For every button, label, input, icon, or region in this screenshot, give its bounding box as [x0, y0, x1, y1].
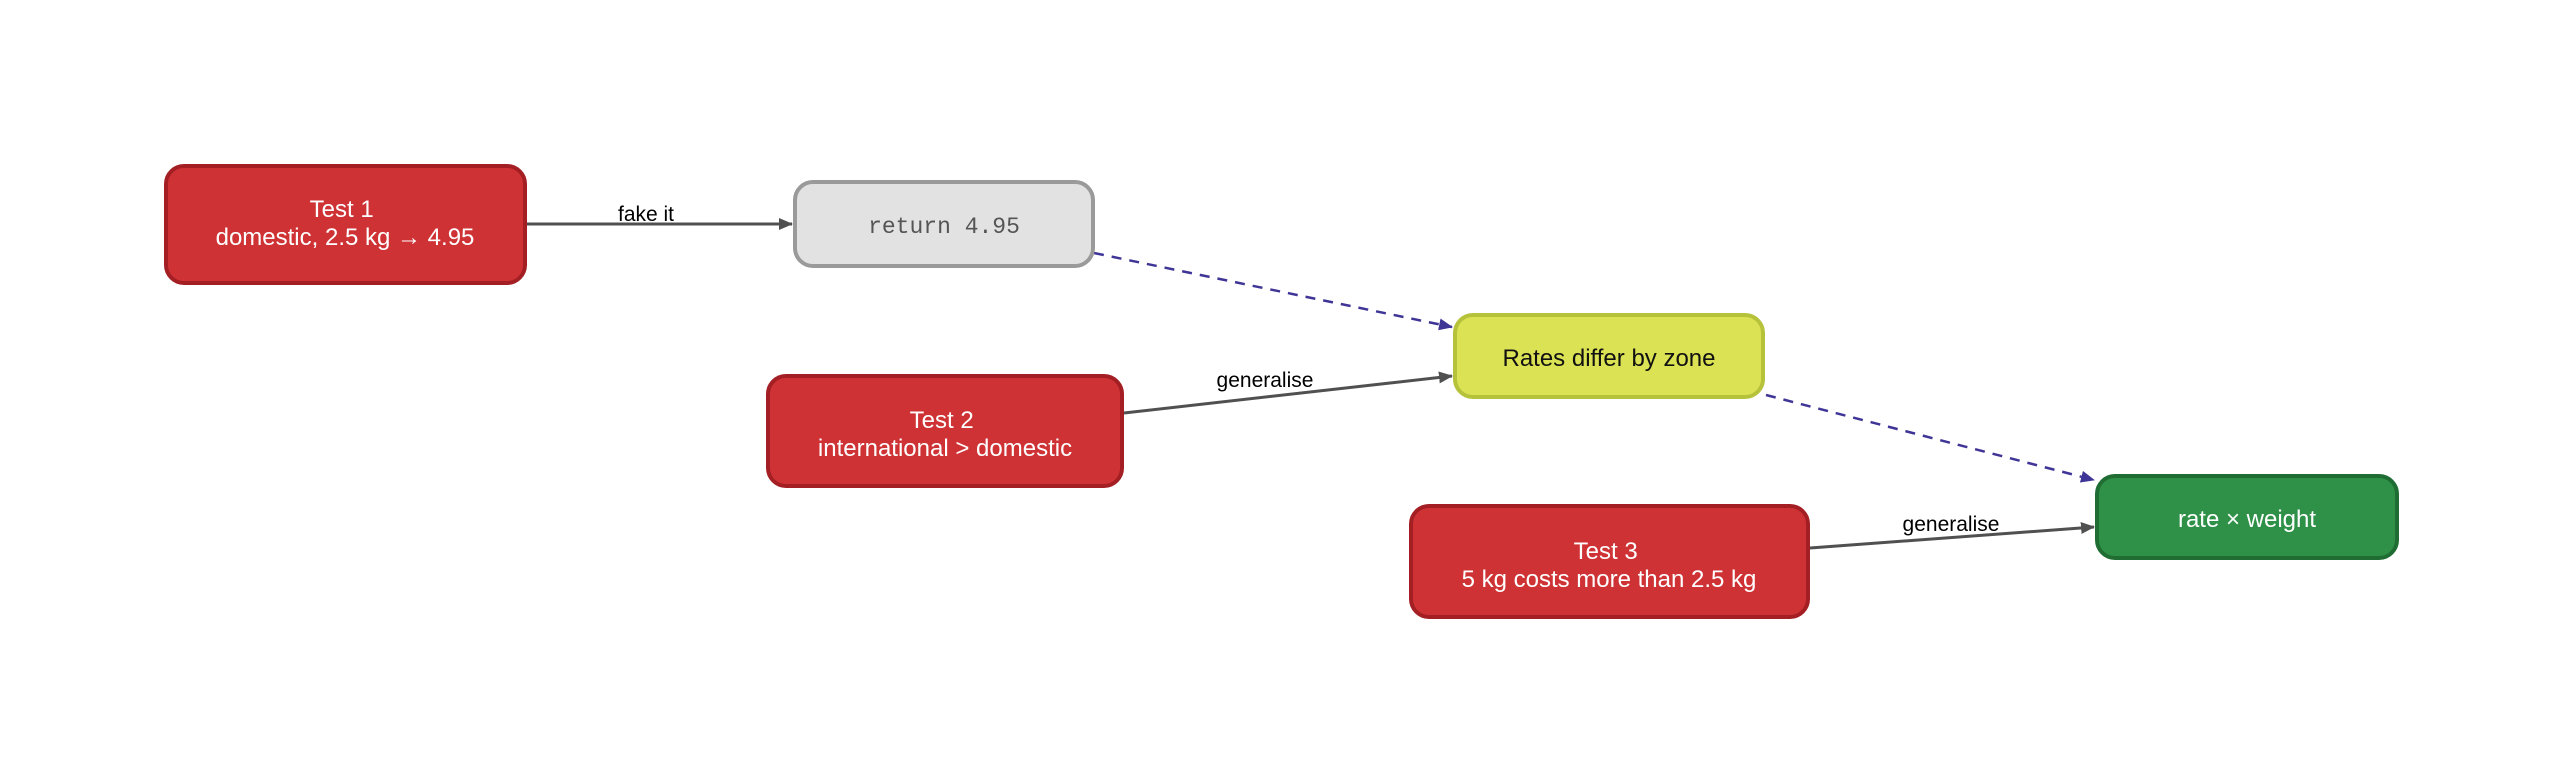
node-fake-return-box: [793, 180, 1095, 268]
node-rates-differ-by-zone: Rates differ by zone: [1453, 313, 1765, 399]
edge-label-generalise-1: generalise: [1217, 369, 1314, 392]
edges: fake it generalise generalise: [525, 203, 2095, 550]
node-test-1-box: [164, 164, 527, 285]
node-test-1-detail: domestic, 2.5 kg → 4.95: [216, 224, 475, 251]
node-test-1-title: Test 1: [310, 196, 374, 223]
node-test-3: Test 3 5 kg costs more than 2.5 kg: [1409, 504, 1810, 619]
svg-text:rate × weight: rate × weight: [2178, 506, 2316, 533]
node-test-2-box: [766, 374, 1124, 488]
edge-label-generalise-2: generalise: [1903, 513, 2000, 536]
edge-test2-to-zones: [1123, 371, 1453, 415]
node-test-3-title: Test 3: [1574, 538, 1638, 565]
svg-text:return 4.95: return 4.95: [868, 214, 1020, 240]
edge-zones-to-general: [1765, 393, 2095, 483]
node-rate-times-weight-label: rate × weight: [2178, 506, 2316, 533]
node-fake-return: return 4.95: [793, 180, 1095, 268]
node-test-2: Test 2 international > domestic: [766, 374, 1124, 488]
node-rates-differ-by-zone-label: Rates differ by zone: [1502, 345, 1715, 372]
node-test-1: Test 1 domestic, 2.5 kg → 4.95: [164, 164, 527, 285]
node-fake-return-code: return 4.95: [868, 214, 1020, 240]
node-test-3-detail: 5 kg costs more than 2.5 kg: [1462, 566, 1757, 593]
svg-text:Test 2 international > d: Test 2 international > domestic: [818, 407, 1072, 462]
node-rate-times-weight: rate × weight: [2095, 474, 2399, 560]
node-rates-differ-by-zone-box: [1453, 313, 1765, 399]
edge-label-fake-it: fake it: [618, 203, 674, 226]
svg-text:Test 3 5 kg costs more t: Test 3 5 kg costs more than 2.5 kg: [1462, 538, 1757, 593]
svg-text:Test 1 domestic, 2.5 kg: Test 1 domestic, 2.5 kg → 4.95: [216, 196, 475, 251]
svg-text:Rates differ by zone: Rates differ by zone: [1502, 345, 1715, 372]
node-test-2-title: Test 2: [910, 407, 974, 434]
edge-fake-to-zones: [1093, 251, 1453, 331]
node-rate-times-weight-box: [2095, 474, 2399, 560]
edge-test3-to-general: [1809, 521, 2095, 550]
node-test-2-detail: international > domestic: [818, 435, 1072, 462]
node-test-3-box: [1409, 504, 1810, 619]
